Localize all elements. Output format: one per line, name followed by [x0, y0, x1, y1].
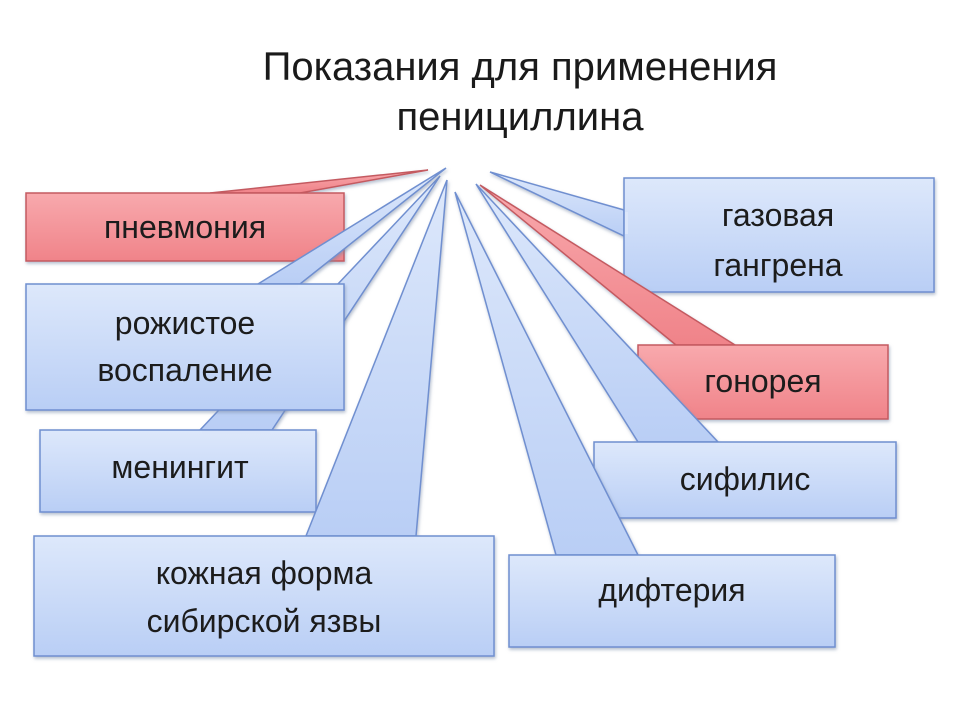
callout-gas-gangrene: газовая гангрена [489, 171, 935, 293]
diagram-title: Показания для применения пенициллина [160, 42, 880, 142]
callout-anthrax: кожная форма сибирской язвы [33, 179, 495, 657]
callout-seam [678, 346, 733, 349]
callout-box [25, 283, 345, 411]
callout-label: рожистое [115, 305, 255, 341]
callout-pneumonia: пневмония [25, 169, 429, 262]
callout-box [593, 441, 897, 519]
title-line-1: Показания для применения [262, 45, 778, 89]
callout-label: гонорея [704, 363, 821, 399]
callout-seam [308, 537, 414, 540]
title-line-2: пенициллина [396, 95, 644, 139]
callout-seam [640, 443, 716, 446]
callout-syphilis: сифилис [475, 183, 897, 519]
callout-seam [202, 431, 270, 434]
callout-label: кожная форма [156, 555, 373, 591]
callout-seam [558, 556, 636, 559]
callout-box [508, 554, 836, 648]
callout-label: сибирской язвы [147, 603, 382, 639]
callout-pointer [209, 169, 429, 194]
callout-box [33, 535, 495, 657]
callout-label: газовая [722, 197, 834, 233]
callout-seam [212, 194, 298, 197]
callout-label: пневмония [104, 209, 266, 245]
callout-gonorrhea: гонорея [479, 184, 889, 420]
callout-seam [260, 285, 298, 288]
callout-label: дифтерия [598, 572, 745, 608]
callout-seam [625, 212, 628, 234]
callout-box [39, 429, 317, 513]
callout-label: воспаление [97, 352, 272, 388]
callout-label: гангрена [713, 247, 842, 283]
callout-box [623, 177, 935, 293]
callout-box [25, 192, 345, 262]
callout-erysipelas: рожистое воспаление [25, 167, 447, 411]
callout-label: менингит [111, 449, 249, 485]
callout-label: сифилис [680, 461, 811, 497]
callout-diphtheria: дифтерия [454, 191, 836, 648]
